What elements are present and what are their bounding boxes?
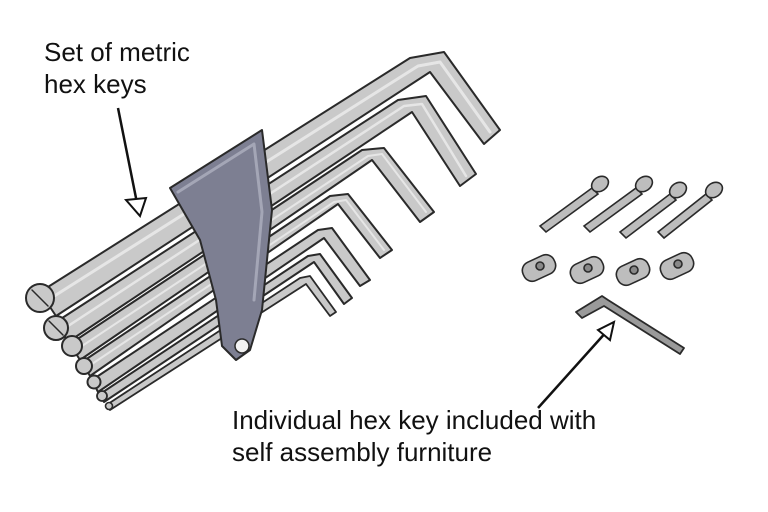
hex-key-set [25,51,501,411]
hex-key-4 [75,193,393,377]
individual-key-label-line-1: Individual hex key included with [232,405,597,435]
barrel-nut-4 [659,251,695,281]
barrel-nut-2 [569,255,605,285]
holder-hole [234,338,250,354]
arrow-to-individual-key [537,320,616,409]
set-of-keys-label-line-2: hex keys [44,69,147,99]
individual-hex-key [575,295,685,355]
furniture-fixings [521,175,724,287]
set-of-keys-label: Set of metric hex keys [44,36,190,100]
bolt-1 [538,175,610,234]
hex-key-6 [96,253,353,403]
individual-key-label: Individual hex key included with self as… [232,404,596,468]
barrel-nut-1 [521,253,557,283]
hex-key-1 [25,51,501,317]
hex-key-7 [104,275,337,411]
barrel-nut-3 [615,257,651,287]
hex-key-5 [86,227,371,393]
bolt-3 [618,181,688,240]
individual-key-label-line-2: self assembly furniture [232,437,493,467]
bolt-4 [656,181,724,240]
hex-key-2 [43,95,477,343]
bolt-2 [582,175,654,234]
set-of-keys-label-line-1: Set of metric [44,37,190,67]
arrow-to-key-set [116,107,148,218]
key-holder [169,129,273,361]
